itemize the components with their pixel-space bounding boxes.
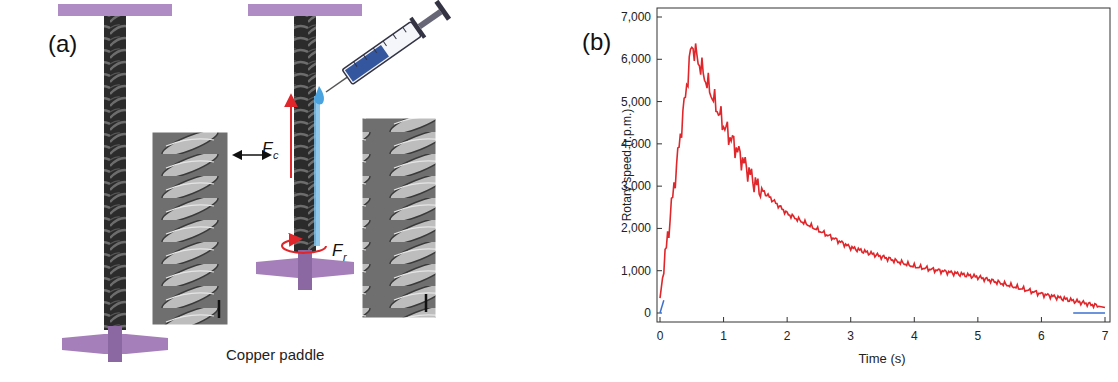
tick-mark: [1041, 317, 1042, 322]
tick-label: 4: [911, 330, 918, 342]
syringe: [319, 0, 452, 102]
top-plate: [248, 4, 362, 16]
paddle-hub: [298, 250, 312, 290]
twisted-yarn: [294, 16, 316, 252]
paddle-hub: [108, 326, 122, 362]
tick-label: 1: [720, 330, 727, 342]
chart-data: [657, 17, 1105, 322]
tick-mark: [977, 317, 978, 322]
droplet: [314, 86, 324, 104]
top-plate: [58, 4, 172, 16]
twisted-yarn: [104, 16, 126, 330]
tick-mark: [657, 59, 662, 60]
force-subscript: r: [343, 252, 347, 263]
tick-label: 7: [1102, 330, 1109, 342]
sem-image: [152, 132, 228, 325]
tick-label: 5: [975, 330, 982, 342]
sem-image: [362, 118, 436, 318]
tick-mark: [850, 317, 851, 322]
force-symbol: F: [262, 140, 272, 157]
baseline-curve: [1073, 312, 1105, 314]
part-label: Copper paddle: [226, 347, 324, 362]
speed-curve: [660, 43, 1105, 307]
tick-mark: [723, 317, 724, 322]
tick-label: 5,000: [621, 96, 651, 108]
force-symbol: F: [332, 242, 342, 259]
tick-label: 2,000: [621, 222, 651, 234]
rotation-force-arrow: [282, 239, 326, 253]
chart-frame: [657, 8, 1110, 322]
force-subscript: c: [273, 150, 279, 161]
tick-mark: [657, 270, 662, 271]
tick-mark: [657, 228, 662, 229]
panel-label: (b): [582, 30, 611, 54]
tick-label: 0: [644, 307, 651, 319]
tick-label: 7,000: [621, 11, 651, 23]
axis-title: Time (s): [858, 352, 905, 365]
scale-bar: [218, 300, 221, 318]
contraction-force-arrow: [290, 96, 292, 178]
tick-mark: [657, 17, 662, 18]
tick-mark: [1105, 317, 1106, 322]
tick-label: 3: [847, 330, 854, 342]
tick-mark: [657, 143, 662, 144]
tick-label: 1,000: [621, 265, 651, 277]
tick-label: 2: [784, 330, 791, 342]
sem-inset-left: [152, 132, 228, 325]
tick-label: 6,000: [621, 53, 651, 65]
yarn-right: [248, 4, 362, 290]
wetted-region: [314, 96, 320, 246]
tick-mark: [914, 317, 915, 322]
axis-title: Rotary speed (r.p.m.): [621, 109, 633, 222]
plot-border: [657, 8, 1110, 322]
panel-label: (a): [48, 32, 77, 56]
tick-mark: [660, 317, 661, 322]
tick-mark: [657, 101, 662, 102]
tick-label: 0: [657, 330, 664, 342]
tick-mark: [787, 317, 788, 322]
baseline-curve: [660, 300, 664, 313]
scale-bar: [425, 294, 428, 312]
tick-mark: [657, 186, 662, 187]
sem-inset-right: [362, 118, 436, 318]
tick-label: 6: [1038, 330, 1045, 342]
